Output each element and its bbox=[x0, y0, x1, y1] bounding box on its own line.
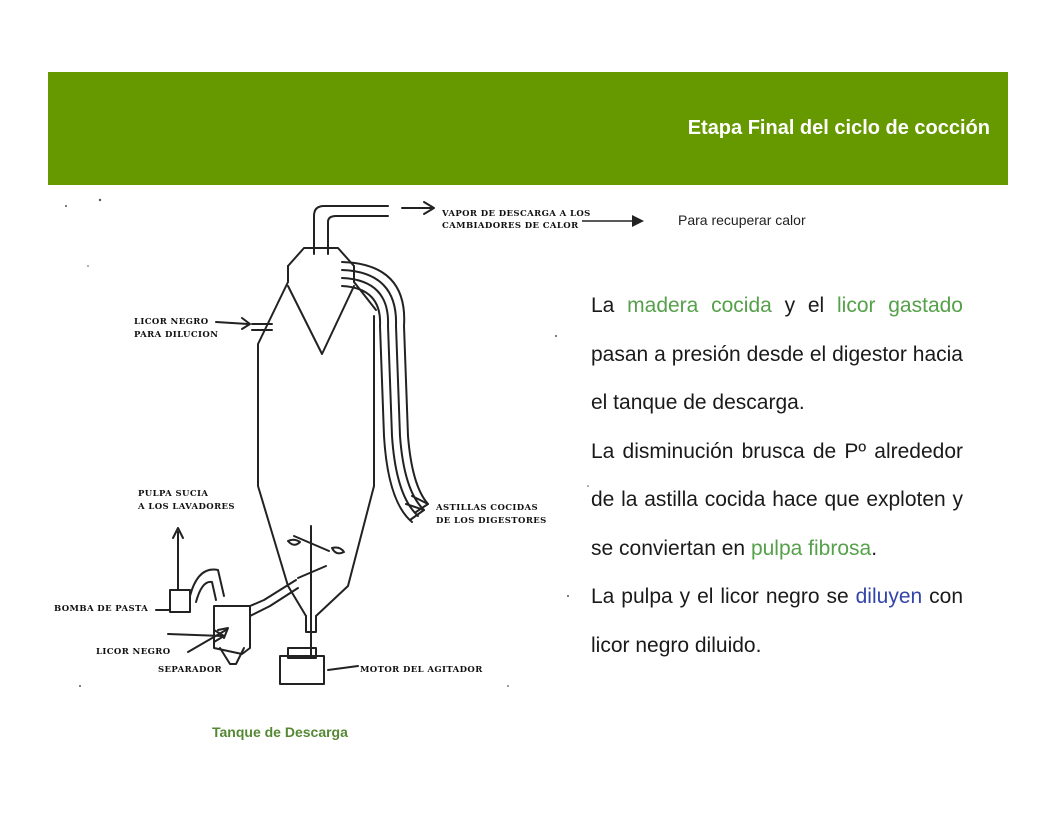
highlight-diluyen: diluyen bbox=[855, 585, 923, 608]
paragraph-3: La pulpa y el licor negro se diluyen con… bbox=[591, 573, 963, 670]
diagram-caption: Tanque de Descarga bbox=[212, 724, 348, 740]
p1-text-c: y el bbox=[771, 294, 837, 317]
slide-title: Etapa Final del ciclo de cocción bbox=[687, 117, 990, 139]
label-motor: MOTOR DEL AGITADOR bbox=[360, 665, 483, 675]
label-chips-2: DE LOS DIGESTORES bbox=[436, 516, 547, 526]
label-pump: BOMBA DE PASTA bbox=[54, 604, 148, 614]
chips-pipe-1 bbox=[341, 261, 429, 505]
header-banner: Etapa Final del ciclo de cocción bbox=[48, 72, 1008, 185]
inner-cone bbox=[287, 285, 355, 355]
p2-text-c: . bbox=[871, 536, 878, 560]
label-vapor-2: CAMBIADORES DE CALOR bbox=[442, 221, 579, 231]
label-black-liquor: LICOR NEGRO bbox=[96, 647, 171, 657]
label-dilution-2: PARA DILUCION bbox=[134, 330, 218, 340]
p3-text-a: La pulpa y el licor negro se bbox=[591, 585, 856, 608]
p1-text-a: La bbox=[591, 294, 628, 317]
tank-dome bbox=[287, 247, 355, 267]
highlight-madera-cocida: madera cocida bbox=[627, 294, 772, 317]
body-text: La madera cocida y el licor gastado pasa… bbox=[591, 282, 963, 670]
tank-upper-wall bbox=[257, 265, 289, 387]
heat-recovery-arrow bbox=[582, 215, 644, 227]
heat-recovery-note: Para recuperar calor bbox=[678, 212, 806, 228]
highlight-licor-gastado: licor gastado bbox=[836, 294, 963, 317]
pulp-pump bbox=[169, 589, 191, 613]
black-liquor-inlet bbox=[167, 633, 223, 637]
p1-text-e: pasan a presión desde el digestor hacia … bbox=[591, 342, 963, 415]
label-pulp-1: PULPA SUCIA bbox=[138, 489, 208, 499]
label-chips-1: ASTILLAS COCIDAS bbox=[435, 503, 538, 513]
label-vapor-1: VAPOR DE DESCARGA A LOS bbox=[441, 209, 591, 219]
paragraph-1: La madera cocida y el licor gastado pasa… bbox=[591, 282, 963, 428]
p3-text-c: con licor negro diluido. bbox=[591, 585, 963, 657]
discharge-tank-diagram: VAPOR DE DESCARGA A LOS CAMBIADORES DE C… bbox=[54, 198, 591, 687]
label-separator: SEPARADOR bbox=[158, 665, 223, 675]
agitator-motor bbox=[279, 655, 325, 685]
paragraph-2: La disminución brusca de Pº alrededor de… bbox=[591, 428, 963, 574]
label-pulp-2: A LOS LAVADORES bbox=[137, 502, 235, 512]
highlight-pulpa-fibrosa: pulpa fibrosa bbox=[750, 536, 872, 560]
dilution-inlet bbox=[215, 321, 249, 325]
tank-body bbox=[257, 385, 307, 617]
p2-text-a: La disminución brusca de Pº alrededor de… bbox=[591, 439, 963, 560]
label-dilution-1: LICOR NEGRO bbox=[134, 317, 209, 327]
vapor-pipe bbox=[313, 205, 389, 255]
